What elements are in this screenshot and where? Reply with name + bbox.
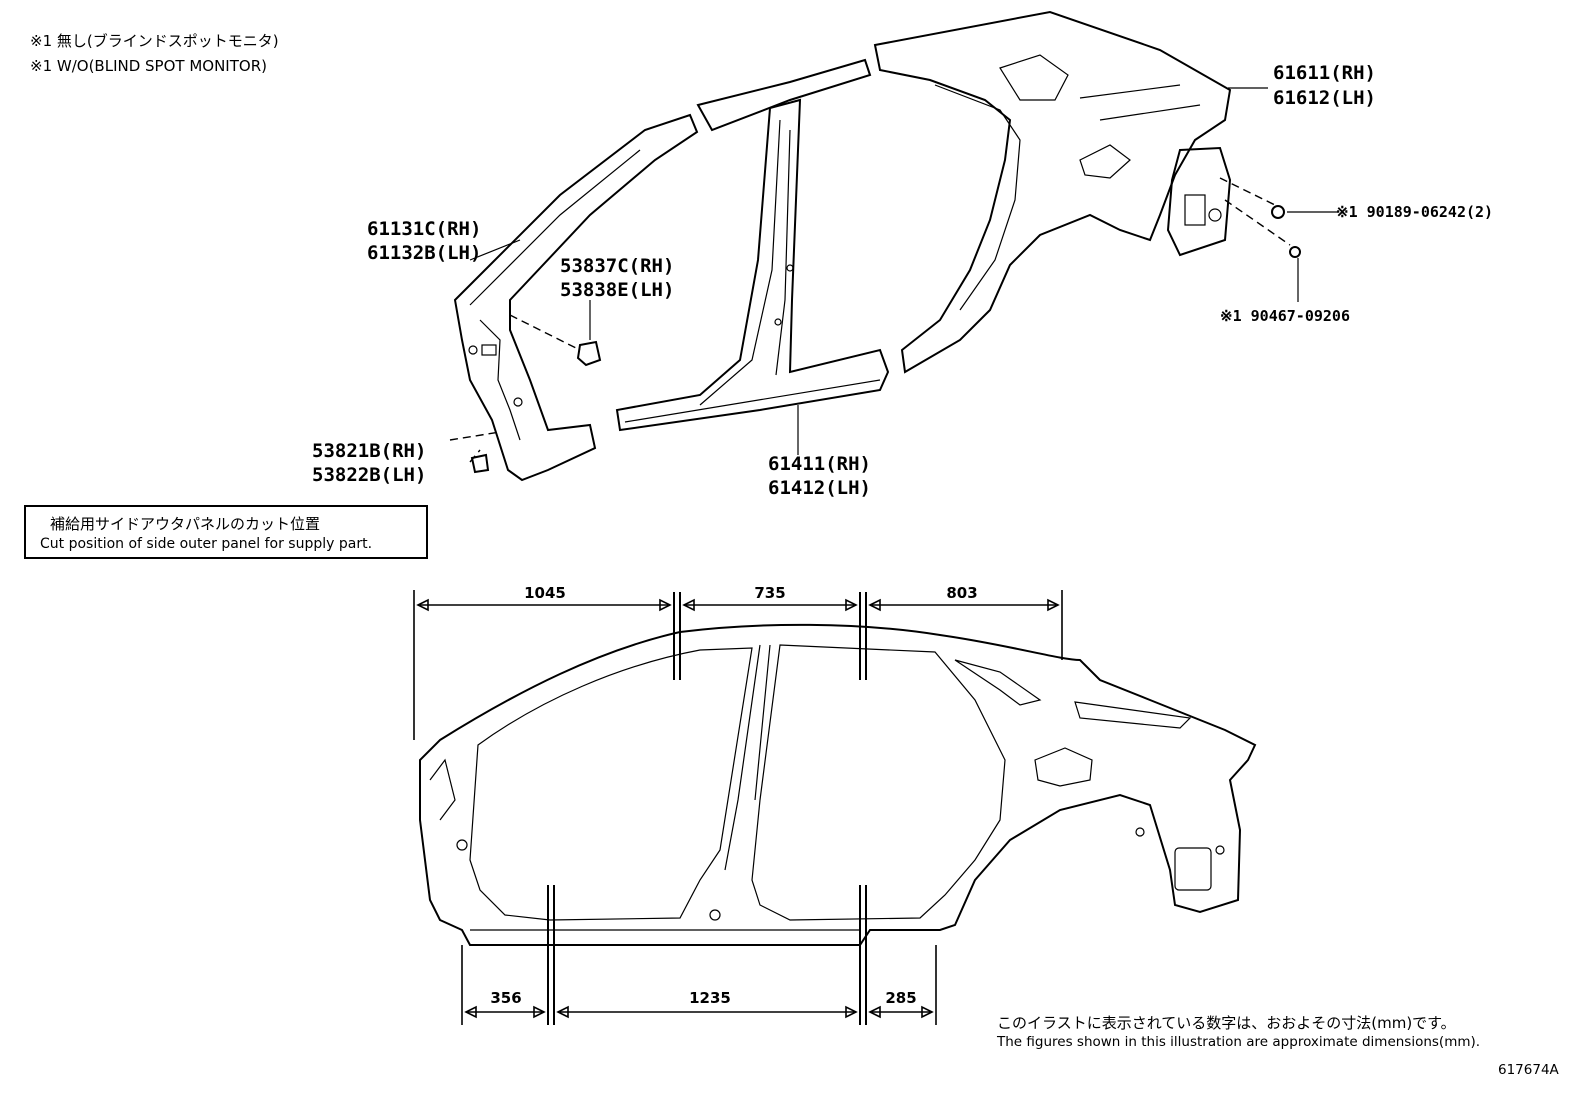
cut-position-en: Cut position of side outer panel for sup… xyxy=(40,536,373,552)
part-label-61131c: 61131C(RH) xyxy=(367,218,482,240)
clip-53837 xyxy=(576,340,602,367)
nut-90189 xyxy=(1271,205,1285,219)
part-label-61412: 61412(LH) xyxy=(768,477,871,499)
dim-bottom-1: 356 xyxy=(490,989,522,1007)
cut-position-box: 補給用サイドアウタパネルのカット位置 Cut position of side … xyxy=(24,505,428,559)
assembled-side-panel xyxy=(419,623,1257,946)
rear-bracket xyxy=(1166,146,1232,257)
part-label-53838e: 53838E(LH) xyxy=(560,279,675,301)
dim-top-2: 735 xyxy=(754,584,786,602)
dimension-lines xyxy=(413,590,1063,1025)
part-label-61611: 61611(RH) xyxy=(1273,62,1376,84)
note-en: ※1 W/O(BLIND SPOT MONITOR) xyxy=(30,57,267,75)
illustration-code: 617674A xyxy=(1498,1062,1559,1078)
part-label-90189: ※1 90189-06242(2) xyxy=(1336,203,1494,221)
roof-rail-panel xyxy=(696,58,872,132)
dim-bottom-2: 1235 xyxy=(689,989,731,1007)
cut-lines xyxy=(547,592,867,1025)
part-label-53821b: 53821B(RH) xyxy=(312,440,427,462)
dim-top-3: 803 xyxy=(946,584,978,602)
front-pillar-panel xyxy=(453,113,699,482)
part-label-61411: 61411(RH) xyxy=(768,453,871,475)
note-jp: ※1 無し(ブラインドスポットモニタ) xyxy=(30,32,279,50)
dim-top-1: 1045 xyxy=(524,584,566,602)
part-label-90467: ※1 90467-09206 xyxy=(1220,307,1350,325)
clip-90467 xyxy=(1289,246,1301,258)
part-label-53822b: 53822B(LH) xyxy=(312,464,427,486)
part-label-53837c: 53837C(RH) xyxy=(560,255,675,277)
part-label-61612: 61612(LH) xyxy=(1273,87,1376,109)
quarter-panel xyxy=(873,10,1232,374)
cut-position-jp: 補給用サイドアウタパネルのカット位置 xyxy=(50,515,321,533)
center-pillar-rocker-panel xyxy=(615,98,890,432)
footer-en: The figures shown in this illustration a… xyxy=(997,1034,1481,1050)
footer-jp: このイラストに表示されている数字は、おおよその寸法(mm)です。 xyxy=(997,1014,1456,1032)
dim-bottom-3: 285 xyxy=(885,989,917,1007)
clip-53821 xyxy=(470,453,490,474)
leader-lines xyxy=(449,87,1338,463)
part-label-61132b: 61132B(LH) xyxy=(367,242,482,264)
